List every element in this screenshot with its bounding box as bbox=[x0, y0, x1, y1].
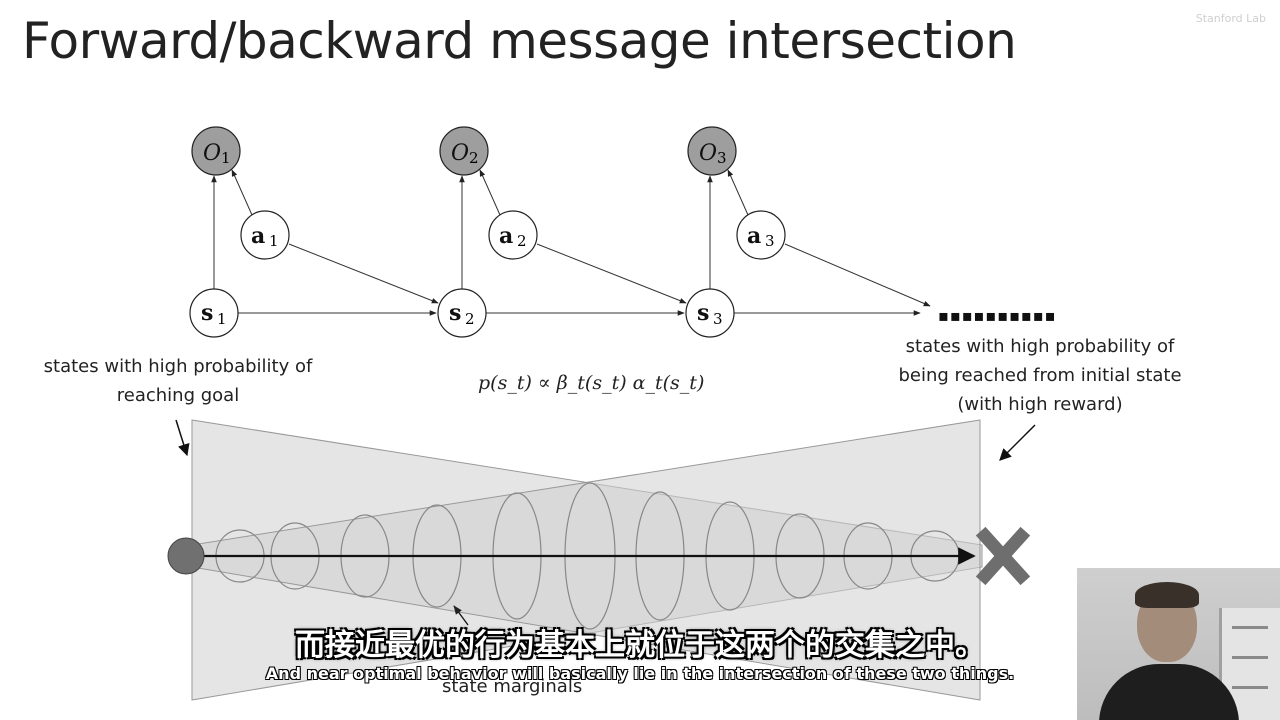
left-annotation-line1: states with high probability of bbox=[44, 356, 313, 377]
action-node-3: a 3 bbox=[736, 210, 786, 260]
action-node-1-label: a bbox=[251, 223, 265, 249]
right-annotation-arrow bbox=[999, 424, 1036, 461]
subtitle-chinese: 而接近最优的行为基本上就位于这两个的交集之中。 bbox=[295, 628, 985, 663]
state-node-3-sub: 3 bbox=[713, 310, 723, 328]
state-marginals-label: state marginals bbox=[442, 676, 583, 697]
state-node-2-label: s bbox=[449, 300, 461, 326]
observation-node-3: O 3 bbox=[687, 126, 737, 176]
action-node-1-sub: 1 bbox=[269, 232, 279, 250]
graph-edges bbox=[211, 169, 931, 316]
action-node-2-sub: 2 bbox=[517, 232, 527, 250]
left-annotation-arrow bbox=[175, 419, 190, 457]
state-node-2-sub: 2 bbox=[465, 310, 475, 328]
state-node-3-label: s bbox=[697, 300, 709, 326]
action-node-3-label: a bbox=[747, 223, 761, 249]
start-state-dot bbox=[167, 537, 205, 575]
observation-node-1-sub: 1 bbox=[221, 149, 231, 167]
edge-a2-s3 bbox=[536, 243, 687, 304]
observation-node-2: O 2 bbox=[439, 126, 489, 176]
marginal-formula: p(s_t) ∝ β_t(s_t) α_t(s_t) bbox=[478, 372, 704, 394]
observation-node-1-label: O bbox=[203, 141, 221, 166]
observation-node-2-label: O bbox=[451, 141, 469, 166]
observation-node-1: O 1 bbox=[191, 126, 241, 176]
watermark: Stanford Lab bbox=[1195, 12, 1266, 25]
state-node-1-label: s bbox=[201, 300, 213, 326]
edge-a1-o1 bbox=[231, 169, 253, 216]
action-node-2: a 2 bbox=[488, 210, 538, 260]
state-node-1-sub: 1 bbox=[217, 310, 227, 328]
edge-a1-s2 bbox=[288, 243, 439, 304]
right-annotation-line3: (with high reward) bbox=[957, 394, 1122, 415]
state-node-2: s 2 bbox=[437, 288, 487, 338]
right-annotation-line1: states with high probability of bbox=[906, 336, 1175, 357]
presenter-webcam bbox=[1077, 568, 1280, 720]
right-annotation-line2: being reached from initial state bbox=[898, 365, 1181, 386]
state-node-1: s 1 bbox=[189, 288, 239, 338]
action-node-1: a 1 bbox=[240, 210, 290, 260]
state-node-3: s 3 bbox=[685, 288, 735, 338]
slide-title: Forward/backward message intersection bbox=[22, 12, 1017, 70]
state-marginals-arrow bbox=[453, 605, 469, 626]
goal-x-icon bbox=[975, 526, 1031, 586]
subtitle-english: And near optimal behavior will basically… bbox=[265, 664, 1015, 683]
action-node-2-label: a bbox=[499, 223, 513, 249]
observation-node-2-sub: 2 bbox=[469, 149, 479, 167]
edge-a3-next bbox=[784, 243, 931, 307]
presenter-hair bbox=[1135, 582, 1199, 608]
edge-a3-o3 bbox=[727, 169, 749, 216]
chain-continuation: ▪▪▪▪▪▪▪▪▪▪ bbox=[938, 306, 1056, 325]
action-node-3-sub: 3 bbox=[765, 232, 775, 250]
observation-node-3-sub: 3 bbox=[717, 149, 727, 167]
edge-a2-o2 bbox=[479, 169, 501, 216]
observation-node-3-label: O bbox=[699, 141, 717, 166]
left-annotation-line2: reaching goal bbox=[117, 385, 239, 406]
